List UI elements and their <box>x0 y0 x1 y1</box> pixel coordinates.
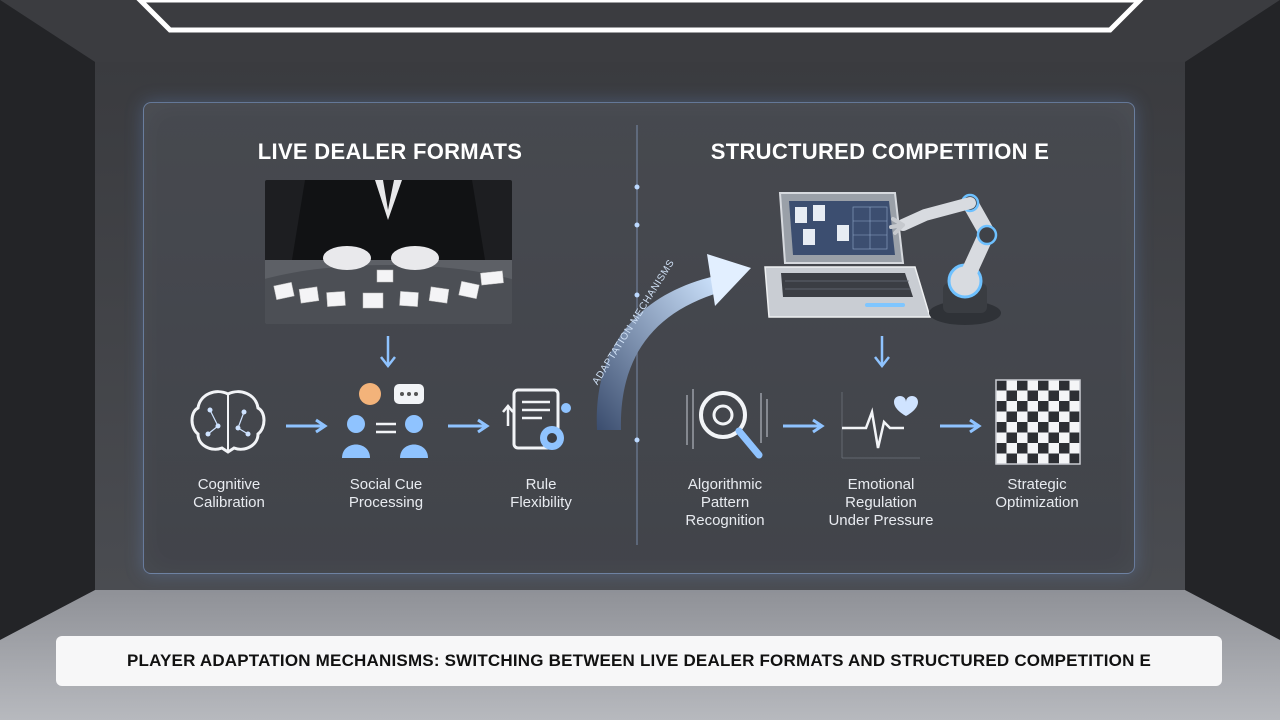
arrow-left-1 <box>286 418 328 434</box>
left-section-heading: LIVE DEALER FORMATS <box>257 139 523 164</box>
brain-icon <box>190 390 266 454</box>
step-label-cognitive-calibration: Cognitive Calibration <box>193 476 265 511</box>
live-dealer-photo <box>265 180 512 324</box>
magnifier-gear-icon <box>686 389 768 459</box>
chessboard-icon <box>995 379 1081 465</box>
computer-robot-illustration <box>764 192 1001 325</box>
right-section-heading: STRUCTURED COMPETITION E <box>710 139 1050 164</box>
down-arrow-left <box>380 336 396 369</box>
rule-document-gear-icon <box>502 388 571 450</box>
step-label-algorithmic-pattern-recognition: Algorithmic Pattern Recognition <box>685 476 765 529</box>
caption-bar: PLAYER ADAPTATION MECHANISMS: SWITCHING … <box>56 636 1222 686</box>
down-arrow-right <box>874 336 890 369</box>
social-cue-icon <box>342 383 428 458</box>
adaptation-curve-arrow <box>596 254 751 430</box>
step-label-rule-flexibility: Rule Flexibility <box>510 476 572 511</box>
step-label-emotional-regulation: Emotional Regulation Under Pressure <box>828 476 934 529</box>
arrow-left-2 <box>448 418 490 434</box>
step-label-strategic-optimization: Strategic Optimization <box>995 476 1079 511</box>
caption-text: PLAYER ADAPTATION MECHANISMS: SWITCHING … <box>126 651 1152 670</box>
step-label-social-cue-processing: Social Cue Processing <box>348 476 424 511</box>
arrow-right-1 <box>783 418 825 434</box>
arrow-right-2 <box>940 418 982 434</box>
heart-rate-icon <box>841 392 920 459</box>
